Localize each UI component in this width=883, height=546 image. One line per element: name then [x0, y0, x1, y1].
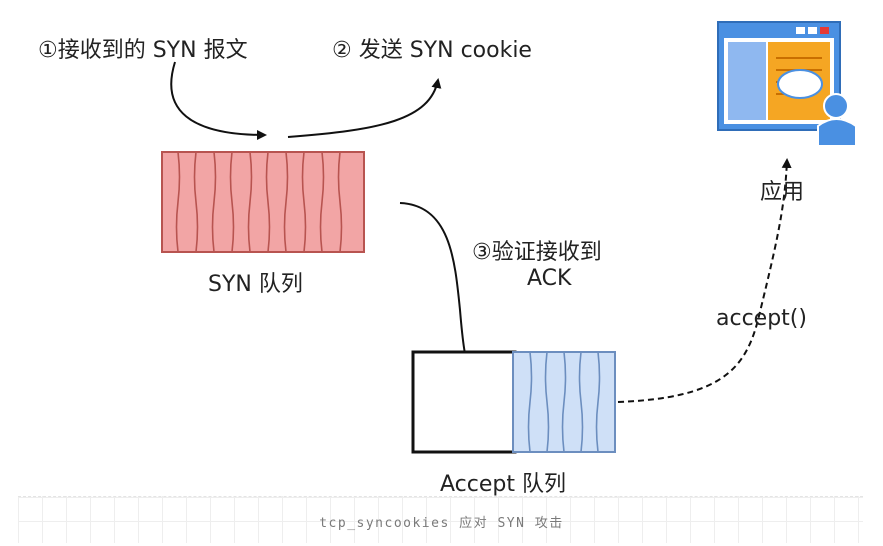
- arrow-syn-in: [170, 61, 267, 140]
- label-app: 应用: [760, 180, 805, 205]
- caption-band: [18, 496, 863, 543]
- label-step3-line2: ACK: [527, 266, 572, 291]
- figure-caption: tcp_syncookies 应对 SYN 攻击: [319, 516, 564, 531]
- label-step1: ①接收到的 SYN 报文: [38, 38, 248, 63]
- label-step3-line1: ③验证接收到: [472, 240, 602, 265]
- arrow-accept-call: [617, 158, 792, 403]
- label-accept-queue: Accept 队列: [440, 472, 566, 497]
- syn-queue: [161, 151, 365, 253]
- label-step2: ② 发送 SYN cookie: [332, 38, 532, 63]
- label-accept-call: accept(): [716, 306, 807, 331]
- application-window-user-icon: [717, 21, 857, 147]
- accept-queue: [411, 350, 616, 454]
- arrow-send-cookie: [287, 78, 442, 138]
- label-syn-queue: SYN 队列: [208, 272, 303, 297]
